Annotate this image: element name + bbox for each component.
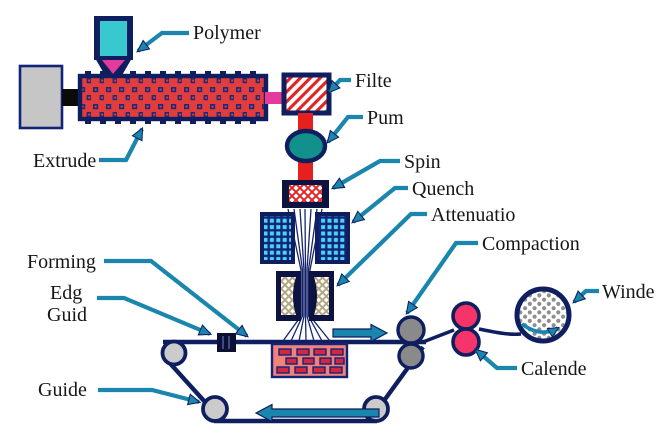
web-fiber-dashes: [276, 348, 345, 374]
spinneret-label: Spin: [404, 151, 441, 173]
winder-label: Winde: [602, 281, 655, 303]
spinneret-arrow: [330, 158, 400, 190]
compaction-rolls: [396, 315, 426, 370]
attenuator-window-right: [314, 277, 329, 315]
filter-unit: [281, 72, 332, 116]
guide-label: Guide: [38, 379, 87, 401]
guide-arrow: [98, 387, 202, 406]
polymer-arrow: [136, 30, 189, 53]
quench-box-right: [315, 212, 350, 264]
pump-arrow: [326, 114, 363, 144]
fabric-calender-to-winder: [478, 327, 522, 337]
hopper-body-fill: [100, 21, 127, 56]
hopper: [94, 16, 133, 77]
barrel-outlet-connector: [265, 92, 286, 104]
calender-arrow: [474, 348, 517, 371]
edge-guide-device: [217, 333, 236, 352]
pump-body: [284, 128, 328, 164]
quench-arrow: [351, 185, 408, 224]
attenuator-label: Attenuatio: [431, 204, 515, 226]
attenuator-arrow: [336, 211, 427, 287]
leader-arrows: [97, 30, 599, 406]
pipe-pump-to-spinneret: [298, 160, 313, 182]
compaction-roll-bottom: [397, 342, 425, 370]
filter-arrow: [327, 77, 351, 94]
fabric-path: [422, 327, 522, 344]
compaction-label: Compaction: [482, 233, 580, 255]
attenuator-window-left: [281, 277, 296, 315]
belt-roller-bottom-left: [201, 395, 229, 423]
winder-rotation-arrow: [520, 322, 560, 338]
attenuation-unit: [276, 271, 334, 321]
web-flow-right-arrow: [332, 323, 389, 343]
extruder-barrel: [77, 73, 269, 122]
edge-guide-label-line2: Guid: [47, 304, 87, 326]
calender-roll-bottom: [451, 327, 481, 357]
quench-box-left: [260, 212, 295, 264]
forming-arrow: [104, 258, 249, 338]
quench-chamber: [260, 212, 350, 264]
calender-label: Calende: [521, 358, 587, 380]
spinneret-die: [289, 185, 322, 202]
forming-label: Forming: [27, 251, 96, 273]
metering-pump: [284, 128, 328, 164]
extruder-label: Extrude: [33, 150, 96, 172]
extruder-motor-block: [18, 64, 64, 130]
edge-guide-stripes: [222, 336, 230, 349]
edge-guide-arrow: [97, 295, 213, 336]
compaction-arrow: [405, 240, 478, 315]
polymer-label: Polymer: [193, 22, 261, 44]
extruder-arrow: [99, 126, 144, 163]
pump-label: Pum: [367, 107, 404, 129]
web-laydown: [270, 342, 349, 379]
quench-label: Quench: [412, 178, 474, 200]
spinneret-unit: [282, 180, 329, 208]
extruder-shaft: [62, 89, 80, 106]
winder-unit: [514, 286, 572, 344]
fabric-compaction-to-calender: [422, 328, 455, 344]
filter-label: Filte: [355, 70, 392, 92]
edge-guide-label-line1: Edg: [50, 282, 82, 304]
extruder-assembly: [18, 64, 286, 130]
calender-rolls: [451, 301, 481, 357]
belt-roller-top-left: [160, 339, 188, 367]
hopper-funnel-polymer: [102, 60, 125, 74]
calender-roll-top: [451, 301, 481, 331]
winder-arrow: [572, 288, 599, 304]
edge-guide-box: [217, 333, 236, 352]
filter-box: [281, 72, 332, 116]
compaction-roll-top: [396, 315, 426, 345]
belt-return-left-arrow: [254, 403, 380, 423]
